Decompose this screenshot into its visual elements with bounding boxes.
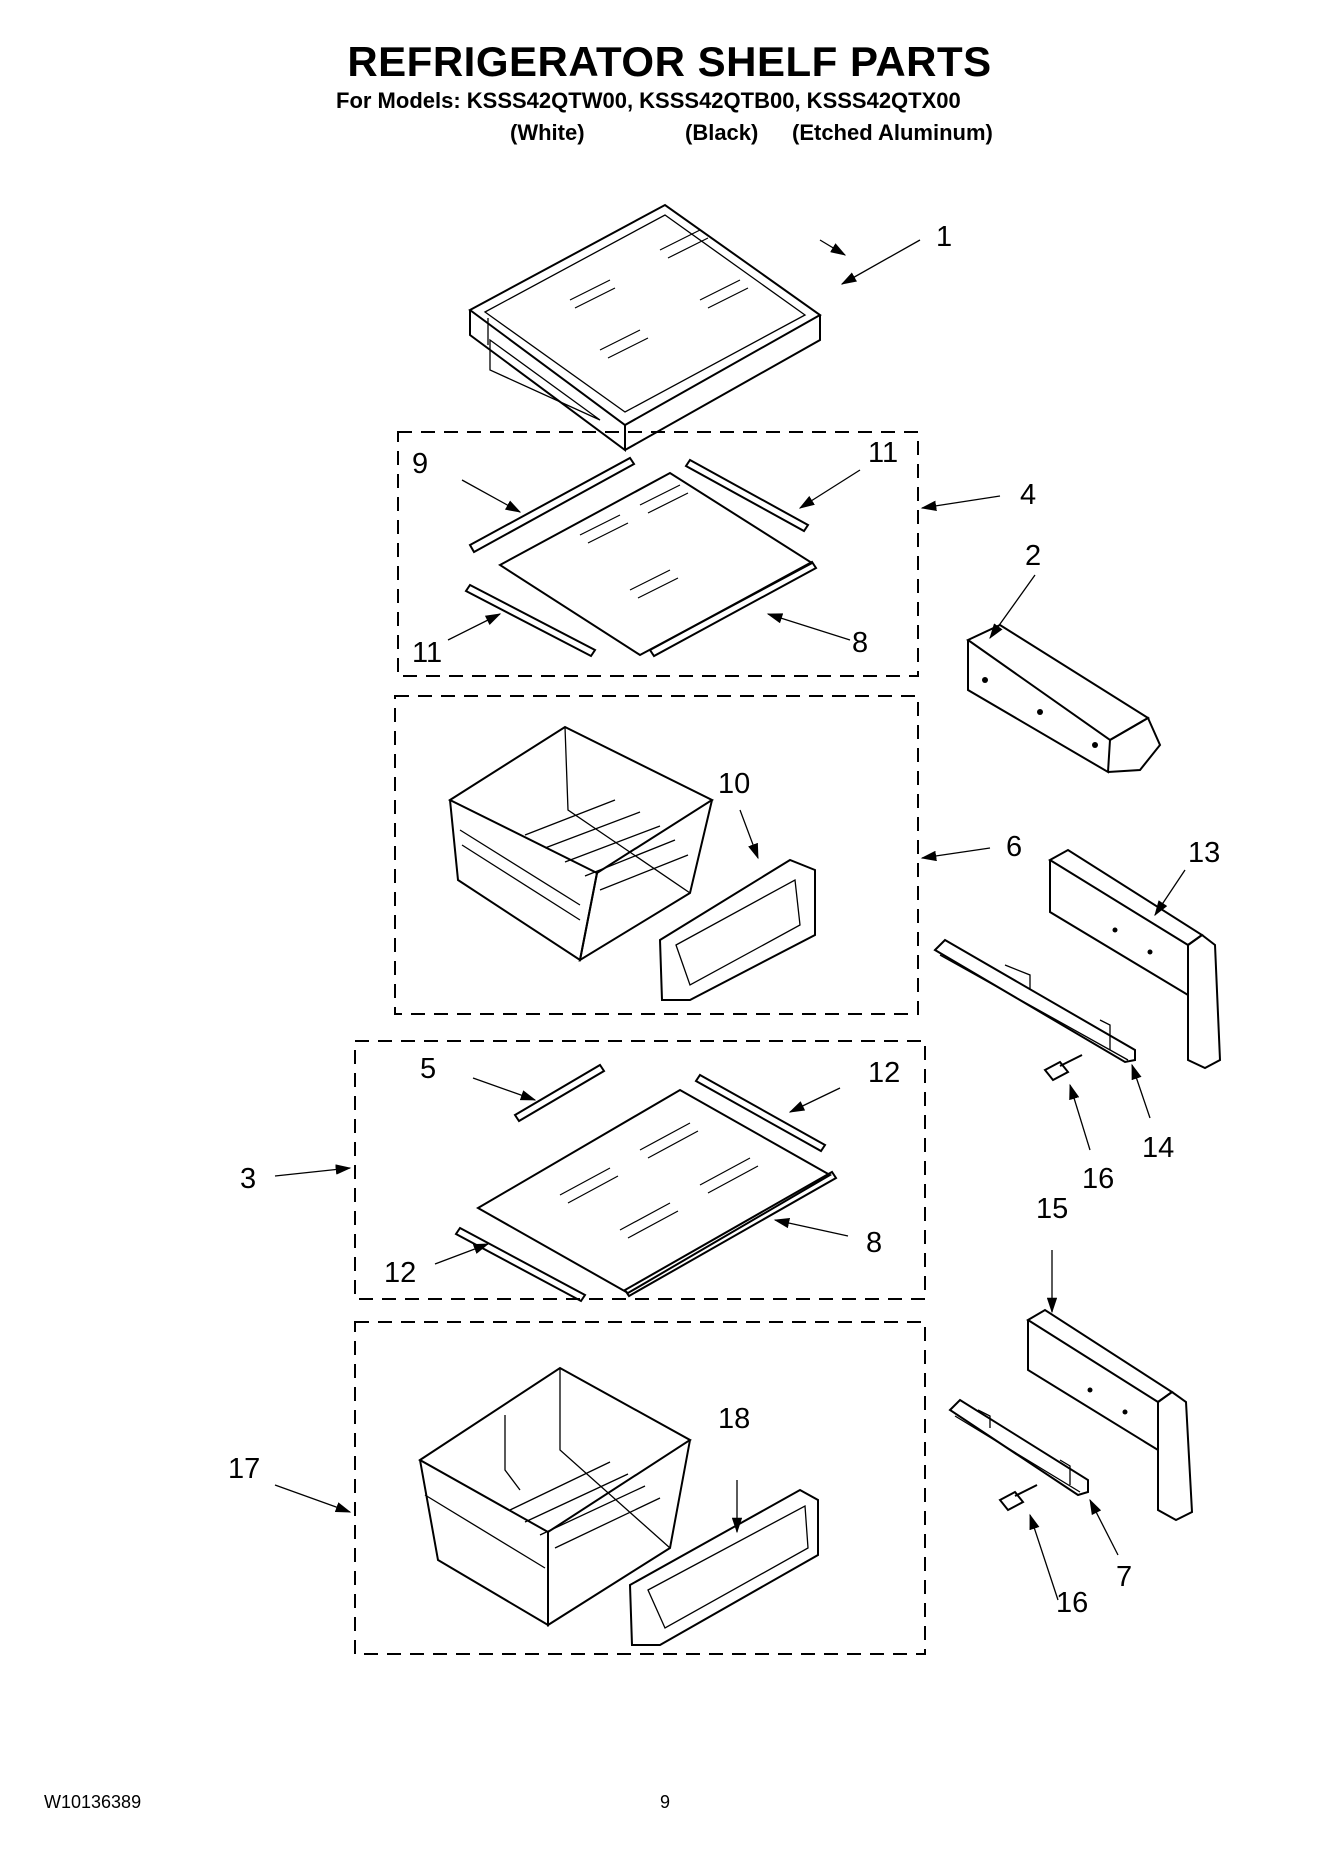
callout-8-upper: 8 bbox=[852, 627, 868, 659]
variant-white: (White) bbox=[510, 120, 585, 145]
part-6-crisper-drawer bbox=[447, 725, 715, 963]
part-18-drawer-front bbox=[628, 1488, 819, 1646]
callout-3: 3 bbox=[240, 1163, 256, 1195]
callout-16-upper: 16 bbox=[1082, 1163, 1114, 1195]
callout-11-bottom: 11 bbox=[412, 637, 442, 669]
part-4-shelf-glass-and-trims bbox=[464, 456, 818, 658]
callout-18: 18 bbox=[718, 1403, 750, 1435]
page-title: REFRIGERATOR SHELF PARTS bbox=[347, 38, 992, 85]
page-number: 9 bbox=[660, 1792, 671, 1812]
part-17-lower-drawer bbox=[418, 1366, 692, 1627]
part-15-cover bbox=[1026, 1308, 1194, 1522]
part-13-cover bbox=[1048, 848, 1222, 1070]
part-3-shelf-glass-and-trims bbox=[454, 1063, 838, 1303]
leader-lines bbox=[274, 239, 1186, 1601]
callout-10: 10 bbox=[718, 768, 750, 800]
callout-12-top: 12 bbox=[868, 1057, 900, 1089]
assembly-box-4 bbox=[397, 431, 919, 677]
assembly-box-3 bbox=[354, 1040, 926, 1300]
callout-12-bottom: 12 bbox=[384, 1257, 416, 1289]
variant-black: (Black) bbox=[685, 120, 759, 145]
callout-14: 14 bbox=[1142, 1132, 1174, 1164]
part-2-bracket bbox=[966, 623, 1162, 774]
document-number: W10136389 bbox=[44, 1792, 142, 1812]
callout-4: 4 bbox=[1020, 479, 1036, 511]
callout-2: 2 bbox=[1025, 540, 1041, 572]
part-7-slide-rail bbox=[948, 1398, 1089, 1497]
part-10-crisper-front bbox=[658, 858, 816, 1001]
assembly-box-6 bbox=[394, 695, 919, 1015]
callout-17: 17 bbox=[228, 1453, 260, 1485]
callout-13: 13 bbox=[1188, 837, 1220, 869]
callout-9: 9 bbox=[412, 448, 428, 480]
callout-labels: 1 9 11 4 2 11 8 10 6 13 16 14 5 12 3 8 1… bbox=[228, 221, 1220, 1619]
part-1-shelf-assembly bbox=[468, 203, 847, 452]
callout-15: 15 bbox=[1036, 1193, 1068, 1225]
part-14-slide-rail bbox=[933, 938, 1136, 1064]
callout-7: 7 bbox=[1116, 1561, 1132, 1593]
variant-etched-aluminum: (Etched Aluminum) bbox=[792, 120, 993, 145]
part-16-screw-upper bbox=[1043, 1054, 1083, 1082]
callout-6: 6 bbox=[1006, 831, 1022, 863]
models-line: For Models: KSSS42QTW00, KSSS42QTB00, KS… bbox=[336, 88, 961, 113]
callout-16-lower: 16 bbox=[1056, 1587, 1088, 1619]
callout-11-top: 11 bbox=[868, 437, 898, 469]
assembly-box-17 bbox=[354, 1321, 926, 1655]
part-16-screw-lower bbox=[998, 1484, 1038, 1512]
callout-1: 1 bbox=[936, 221, 952, 253]
callout-5: 5 bbox=[420, 1053, 436, 1085]
callout-8-lower: 8 bbox=[866, 1227, 882, 1259]
